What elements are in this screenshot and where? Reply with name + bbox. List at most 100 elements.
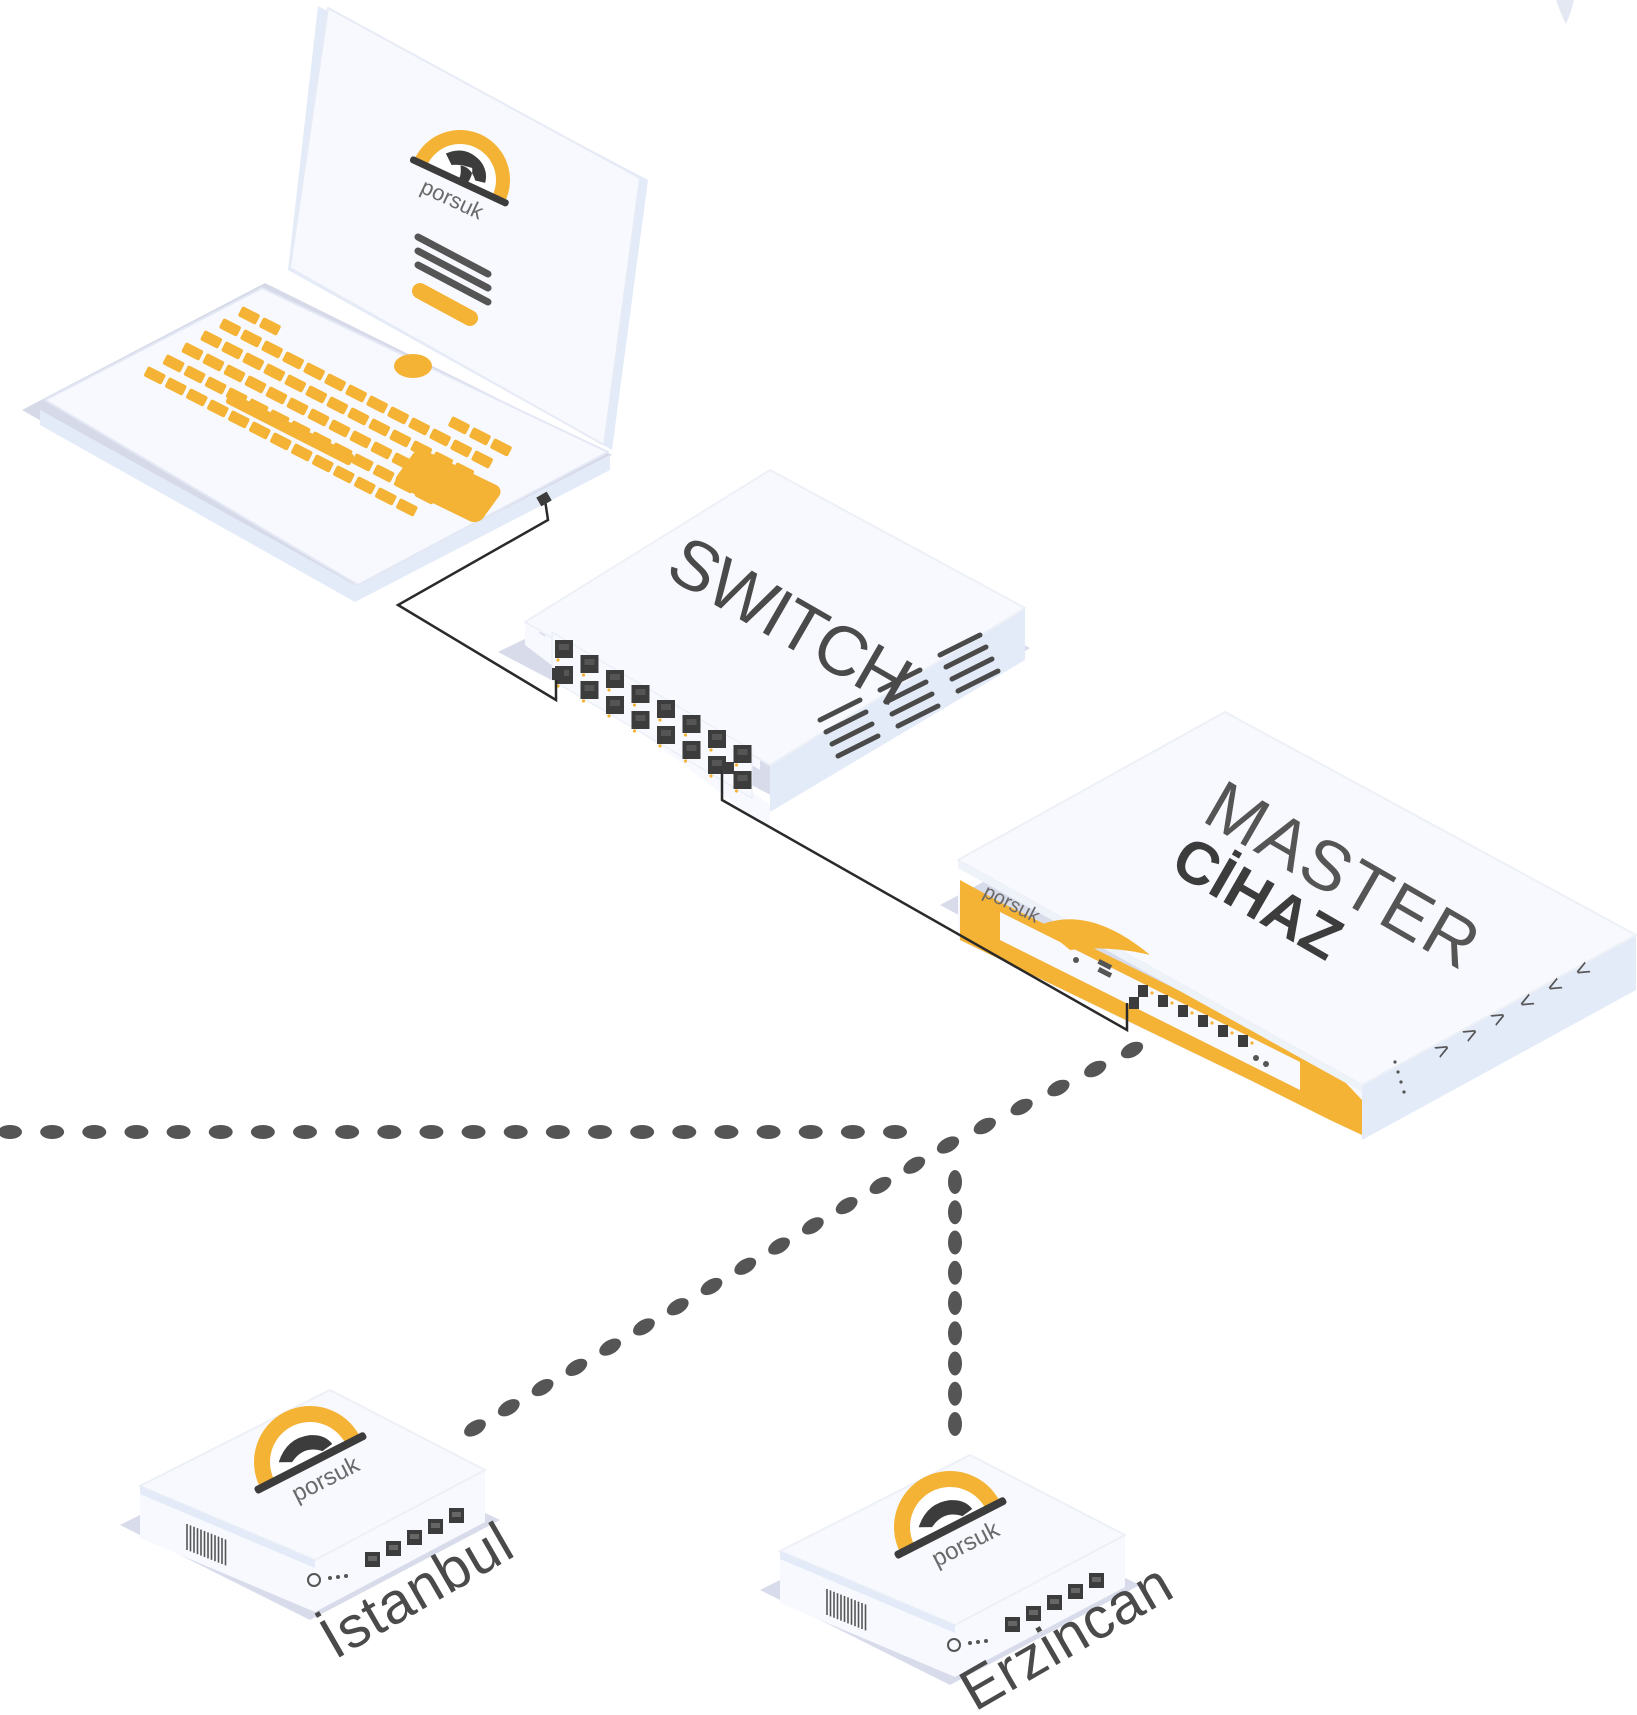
keyboard-key (265, 386, 288, 405)
keyboard-key (429, 428, 451, 447)
keyboard-key (221, 341, 244, 360)
site-edge (140, 1486, 315, 1568)
link-dot-erzincan (948, 1381, 962, 1406)
port-led (581, 699, 586, 703)
badger-swoosh-icon (1040, 919, 1150, 955)
link-dot-istanbul (464, 1419, 486, 1437)
ethernet-port-icon (1218, 1025, 1234, 1037)
vent-slot (835, 733, 881, 759)
keyboard-key (354, 476, 376, 495)
link-dot-west (82, 1125, 107, 1139)
link-dot-west (0, 1125, 22, 1139)
ethernet-port-icon (657, 700, 675, 722)
vent-slot (943, 644, 989, 670)
ethernet-port-icon (580, 655, 599, 677)
status-led (328, 1576, 332, 1580)
port-jack (712, 734, 722, 740)
site-edge (780, 1551, 955, 1633)
cables (395, 491, 1139, 1033)
status-led (336, 1575, 340, 1579)
site-logo: porsuk (894, 1471, 1007, 1573)
keyboard-key (223, 364, 246, 383)
ethernet-port-icon (657, 726, 675, 748)
keyboard-key (328, 419, 351, 438)
keyboard-spacebar (225, 392, 355, 466)
vent-slot (955, 668, 1001, 694)
port-jack (712, 760, 722, 766)
laptop-switch-cable (395, 499, 558, 703)
laptop-power-button (394, 354, 432, 378)
port-body (1218, 1025, 1228, 1037)
site-device-erzincan: porsuk (760, 1453, 1140, 1685)
keyboard-key (291, 443, 313, 462)
vent-slot (895, 703, 941, 729)
keyboard-key (207, 399, 229, 418)
badger-icon (445, 150, 487, 184)
keyboard-key (375, 487, 397, 506)
link-dot-erzincan (948, 1200, 962, 1225)
link-dot-west (883, 1125, 907, 1139)
port-jack (686, 745, 697, 751)
usb-port-icon (1097, 959, 1113, 970)
vent-slot (817, 697, 863, 723)
keyboard-key (228, 410, 250, 429)
link-dot-istanbul (531, 1378, 554, 1397)
link-dot-istanbul (599, 1338, 622, 1356)
port-jack (1050, 1599, 1059, 1604)
keyboard-key (286, 397, 309, 416)
switch-vents (817, 632, 1001, 759)
keyboard-key (345, 384, 367, 403)
keyboard-key (249, 421, 271, 440)
link-dot-west (714, 1125, 739, 1139)
link-dot-west (798, 1125, 823, 1139)
usb-port-icon (1097, 967, 1113, 978)
port-jack (635, 715, 646, 721)
keyboard-key (471, 450, 493, 469)
keyboard-key (261, 340, 283, 359)
ethernet-port-icon (708, 756, 726, 778)
keyboard-key (284, 374, 307, 393)
ethernet-port-icon (708, 730, 726, 752)
status-led (1073, 957, 1079, 963)
keyboard-key (263, 363, 286, 382)
port-jack (584, 685, 595, 691)
vent-slot (937, 632, 983, 658)
ethernet-port-icon (733, 771, 752, 793)
laptop-screen (289, 7, 641, 446)
keyboard-key (366, 395, 388, 414)
site-front (140, 1486, 315, 1612)
keyboard-key (244, 375, 267, 394)
keyboard-key (333, 465, 355, 484)
vent-dot (1393, 1060, 1397, 1064)
keyboard-key (303, 362, 325, 381)
link-dot-istanbul (801, 1217, 824, 1235)
ethernet-port-icon (580, 681, 599, 703)
keyboard-key (450, 439, 472, 458)
link-dot-istanbul (666, 1298, 689, 1316)
link-dot-west (630, 1125, 655, 1139)
link-dot-west (335, 1125, 360, 1139)
port-body (1138, 985, 1148, 997)
link-dot-istanbul (937, 1136, 959, 1154)
link-dot-trunk (1047, 1079, 1070, 1097)
port-led (1170, 1001, 1174, 1005)
link-dot-istanbul (835, 1197, 858, 1215)
keyboard-key (372, 464, 395, 483)
badger-icon (278, 1435, 333, 1463)
link-dot-istanbul (869, 1176, 892, 1195)
port-body (1158, 995, 1168, 1007)
keyboard-key (282, 351, 304, 370)
port-jack (610, 700, 620, 706)
link-dot-west (419, 1125, 444, 1139)
keyboard-key (165, 377, 187, 396)
link-dot-west (293, 1125, 317, 1139)
port-led (658, 718, 662, 722)
port-led (734, 763, 739, 767)
port-led (1190, 1011, 1194, 1015)
vent-slot (949, 656, 995, 682)
port-led (709, 748, 713, 752)
switch: SWITCH (498, 469, 1030, 830)
keyboard-key (312, 454, 334, 473)
link-dot-istanbul (565, 1358, 588, 1376)
link-dot-west (124, 1125, 149, 1139)
